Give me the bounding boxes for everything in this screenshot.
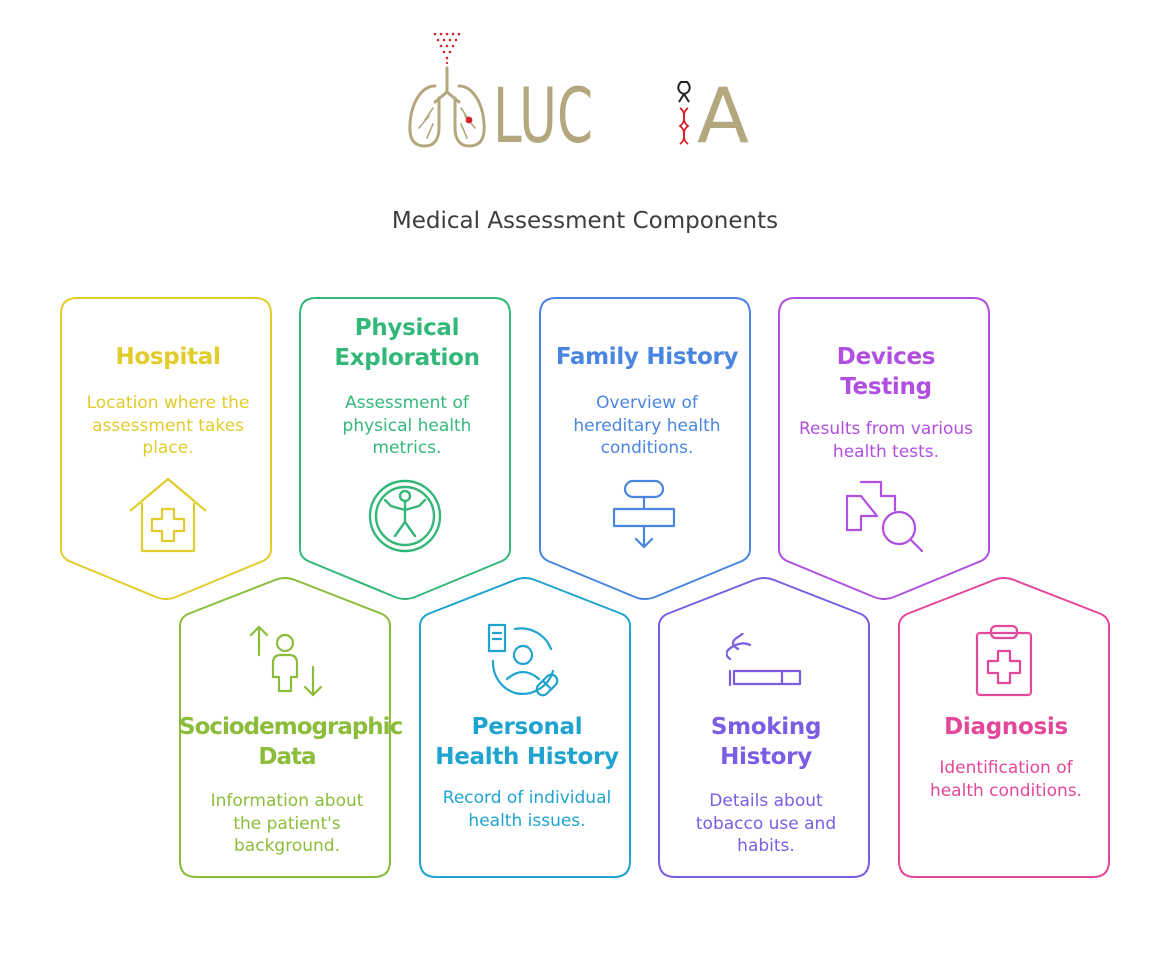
card-devices-testing: Devices Testing Results from various hea… [778, 297, 994, 603]
card-title: Family History [555, 344, 739, 370]
lung-nodule-icon [465, 116, 473, 124]
card-title: Smoking History [710, 714, 822, 770]
diagram-title: Medical Assessment Components [391, 208, 779, 234]
card-title: Diagnosis [944, 714, 1068, 740]
dna-ribbon-icon [677, 81, 691, 145]
card-hospital: Hospital Location where the assessment t… [60, 297, 276, 603]
card-frame [658, 577, 870, 878]
patient-record-icon [487, 623, 559, 697]
card-frame [898, 577, 1110, 878]
card-title: Devices Testing [836, 344, 936, 400]
card-frame [419, 577, 631, 878]
hospital-house-icon [129, 477, 207, 553]
card-description: Results from various health tests. [799, 419, 973, 462]
card-description: Location where the assessment takes plac… [86, 393, 250, 458]
logo-letter-a: A [697, 71, 749, 152]
card-frame [179, 577, 391, 878]
card-title: Hospital [115, 344, 221, 370]
pyramid-dots-icon [433, 32, 461, 65]
lungs-icon [408, 66, 486, 148]
card-diagnosis: Diagnosis Identification of health condi… [898, 577, 1114, 883]
cigarette-icon [726, 633, 802, 687]
card-title: Personal Health History [435, 714, 619, 770]
card-frame [299, 297, 511, 600]
card-description: Information about the patient's backgrou… [210, 791, 364, 856]
card-frame [539, 297, 751, 600]
medical-search-icon [846, 480, 924, 553]
card-description: Assessment of physical health metrics. [342, 393, 472, 458]
card-description: Details about tobacco use and habits. [695, 791, 837, 856]
card-frame [778, 297, 990, 600]
card-family-history: Family History Overview of hereditary he… [539, 297, 755, 603]
lucia-logo: LUC A [408, 32, 749, 152]
card-frame [60, 297, 272, 600]
card-title: Physical Exploration [334, 315, 480, 371]
card-personal-health-history: Personal Health History Record of indivi… [419, 577, 635, 883]
clipboard-cross-icon [975, 624, 1033, 697]
body-figure-icon [368, 479, 442, 553]
card-physical-exploration: Physical Exploration Assessment of physi… [299, 297, 515, 603]
flowchart-icon [612, 479, 676, 549]
card-description: Overview of hereditary health conditions… [573, 393, 721, 458]
logo-letters: LUC [493, 71, 593, 152]
card-description: Record of individual health issues. [442, 788, 612, 831]
card-description: Identification of health conditions. [929, 758, 1083, 801]
card-title: Sociodemographic Data [179, 714, 403, 770]
card-sociodemographic-data: Sociodemographic Data Information about … [179, 577, 403, 883]
card-smoking-history: Smoking History Details about tobacco us… [658, 577, 874, 883]
person-arrows-icon [249, 625, 323, 697]
